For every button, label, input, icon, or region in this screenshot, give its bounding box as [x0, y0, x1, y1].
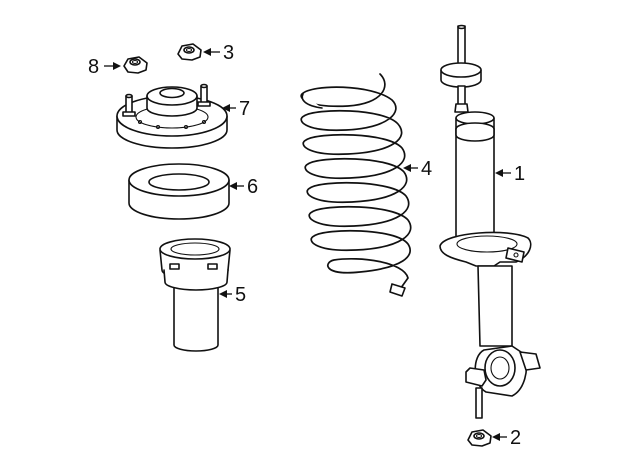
callout-6: 6 — [247, 176, 258, 198]
callout-labels: 1 2 3 4 5 6 7 8 — [88, 42, 525, 449]
callout-3: 3 — [223, 42, 234, 64]
part-7-strut-mount[interactable] — [116, 83, 228, 149]
callout-7: 7 — [239, 98, 250, 120]
callout-5: 5 — [235, 284, 246, 306]
callout-8: 8 — [88, 56, 99, 78]
part-3-nut[interactable] — [177, 43, 202, 61]
part-5-dust-boot[interactable] — [159, 238, 231, 352]
callout-2: 2 — [510, 427, 521, 449]
part-1-strut-assembly[interactable] — [439, 24, 541, 419]
callout-1: 1 — [514, 163, 525, 185]
part-2-nut[interactable] — [467, 429, 492, 447]
leader-lines — [104, 48, 511, 441]
part-8-nut[interactable] — [123, 56, 148, 74]
part-4-coil-spring[interactable] — [300, 73, 412, 297]
part-6-ring[interactable] — [128, 163, 230, 220]
callout-4: 4 — [421, 158, 432, 180]
